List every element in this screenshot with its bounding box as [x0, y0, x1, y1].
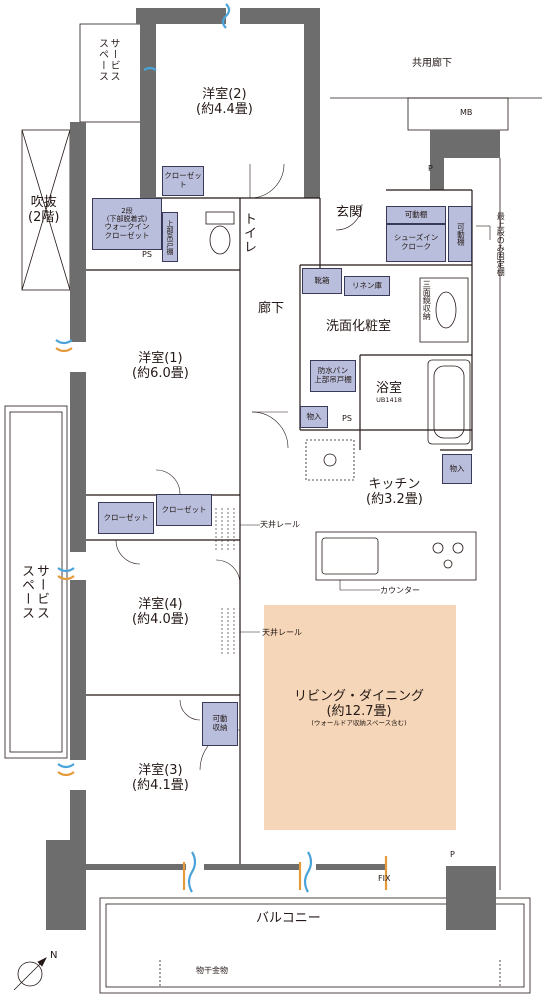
storage-corridor: 物入 [300, 406, 328, 428]
room-ldk-size: (約12.7畳) [326, 703, 392, 719]
room-western3-name: 洋室(3) [138, 763, 183, 778]
room-western1-size: (約6.0畳) [132, 365, 189, 381]
room-bath-code: UB1418 [376, 395, 402, 404]
room-bath: 浴室 UB1418 [376, 381, 403, 404]
window-markers [55, 3, 388, 893]
note-ceiling-rail-2: 天井レール [262, 628, 302, 637]
walkin-top: 2段 (下部脱着式) [106, 207, 148, 224]
note-fix: FIX [378, 874, 391, 883]
compass-icon [13, 957, 47, 991]
room-western1: 洋室(1) (約6.0畳) [132, 351, 189, 382]
room-void: 吹抜 (2階) [28, 195, 60, 225]
room-western1-name: 洋室(1) [138, 351, 183, 366]
closet-western4-a: クローゼット [98, 502, 154, 534]
ldk-highlight [264, 605, 456, 830]
room-entrance: 玄関 [336, 205, 363, 220]
note-top-only-fixed: 最上段のみ固定棚 [496, 212, 506, 276]
shoe-box: 靴箱 [302, 268, 342, 294]
shared-corridor-outline [330, 97, 542, 890]
interior-walls [86, 189, 473, 864]
movable-storage: 可動 収納 [202, 702, 238, 746]
room-service-space-left: サービス スペース [18, 564, 49, 620]
walkin-label: ウォークイン クローゼット [104, 222, 150, 241]
washbasin [419, 277, 469, 343]
room-western4: 洋室(4) (約4.0畳) [132, 597, 189, 628]
closet-western4-b: クローゼット [156, 494, 212, 526]
ps-mid: PS [342, 414, 352, 423]
room-balcony: バルコニー [256, 911, 321, 926]
storage-kitchen: 物入 [442, 454, 472, 484]
room-kitchen: キッチン (約3.2畳) [366, 477, 423, 508]
room-service-space-top: サービス スペース [96, 38, 120, 82]
walkin-closet: 2段 (下部脱着式) ウォークイン クローゼット [92, 198, 162, 250]
shoes-in-cloak: シューズイン クローク [386, 224, 446, 262]
bathtub [427, 359, 471, 445]
room-western3: 洋室(3) (約4.1畳) [132, 763, 189, 794]
room-kitchen-name: キッチン [368, 477, 421, 492]
room-shared-corridor: 共用廊下 [412, 58, 452, 69]
p-top: P [428, 164, 433, 173]
note-ceiling-rail-1: 天井レール [260, 520, 300, 529]
movable-shelf-2: 可動棚 [448, 206, 472, 262]
room-western4-name: 洋室(4) [138, 597, 183, 612]
upper-shelf: 上部吊戸棚 [162, 212, 178, 262]
mb-label: MB [460, 108, 473, 117]
balcony-outline [99, 897, 531, 994]
room-ldk-name: リビング・ダイニング [294, 689, 425, 704]
walls [46, 8, 500, 930]
laundry-pan [305, 439, 355, 481]
ps-top: PS [142, 250, 152, 259]
room-western2-size: (約4.4畳) [196, 101, 253, 117]
room-western3-size: (約4.1畳) [132, 777, 189, 793]
ceiling-rails [215, 225, 491, 656]
room-western4-size: (約4.0畳) [132, 611, 189, 627]
room-toilet: トイレ [240, 212, 256, 254]
room-kitchen-size: (約3.2畳) [366, 491, 423, 507]
room-western2-name: 洋室(2) [202, 87, 247, 102]
kitchen-counter [315, 531, 477, 581]
room-western2: 洋室(2) (約4.4畳) [196, 87, 253, 118]
room-corridor: 廊下 [258, 301, 285, 316]
closet-western2: クローゼット [162, 166, 204, 196]
note-laundry: 物干金物 [196, 966, 228, 975]
waterproof-pan: 防水パン 上部吊戸棚 [310, 360, 356, 392]
room-bath-name: 浴室 [376, 381, 403, 396]
north-label: N [50, 950, 58, 961]
room-ldk: リビング・ダイニング (約12.7畳) (ウォールドア収納スペース含む) [294, 689, 425, 727]
p-bottom: P [450, 850, 455, 859]
movable-shelf: 可動棚 [386, 206, 446, 224]
linen-storage: リネン庫 [344, 276, 390, 296]
room-ldk-note: (ウォールドア収納スペース含む) [311, 718, 407, 727]
mirror-storage: 三面鏡収納 [422, 280, 432, 320]
toilet-fixture [205, 211, 235, 255]
note-counter: カウンター [380, 586, 420, 595]
room-washroom: 洗面化粧室 [326, 319, 392, 334]
